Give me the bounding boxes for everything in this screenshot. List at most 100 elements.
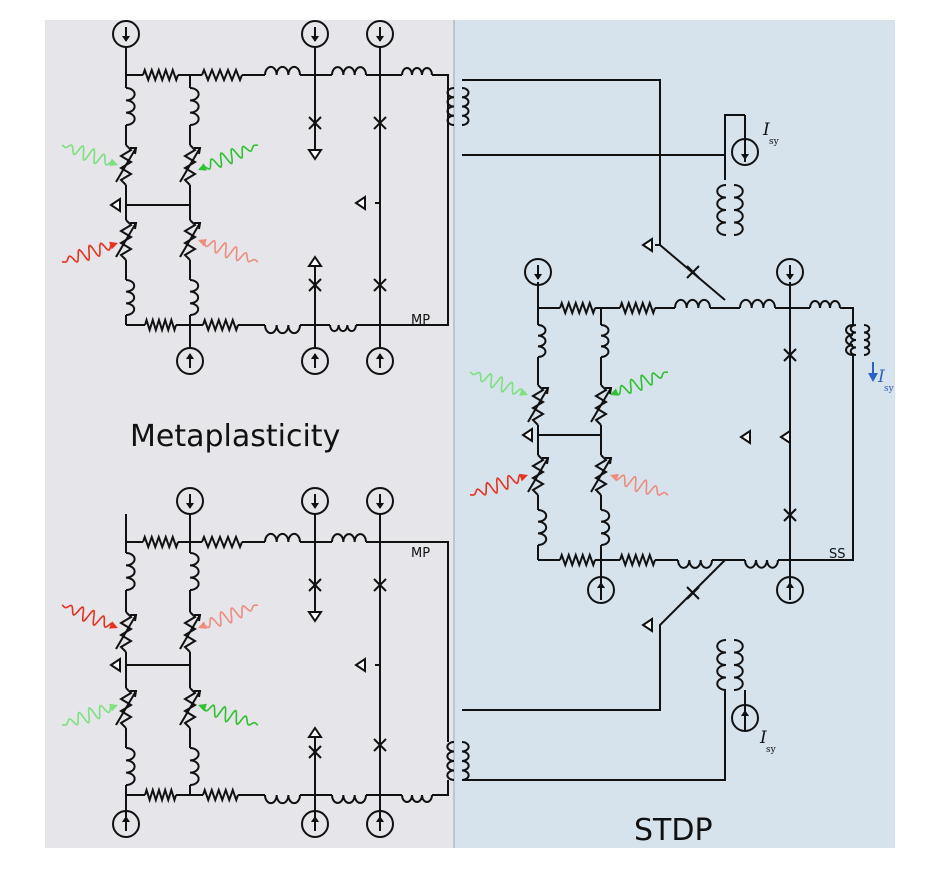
wave-path <box>615 371 669 396</box>
inductor-icon <box>331 533 367 543</box>
variable-arrow-shaft <box>527 387 549 423</box>
inductor-path <box>264 324 301 335</box>
josephson-junction-icon <box>308 745 322 759</box>
wave-arrowhead <box>519 473 528 482</box>
jj-stroke <box>308 578 322 592</box>
variable-arrow-shaft <box>179 690 201 726</box>
ground-icon <box>109 657 121 673</box>
variable-arrow-shaft <box>527 457 549 493</box>
resistor-path <box>202 786 239 804</box>
resistor-path <box>619 299 656 317</box>
wave-arrowhead <box>109 158 118 167</box>
inductor-icon <box>446 741 455 781</box>
source-arrowhead <box>741 710 749 717</box>
inductor-path <box>446 741 455 781</box>
source-arrowhead <box>186 353 194 360</box>
wave-path <box>469 474 522 496</box>
inductor-icon <box>125 552 136 591</box>
inductor-icon <box>264 794 301 805</box>
inductor-path <box>125 279 136 316</box>
wire <box>432 780 449 796</box>
inductor-path <box>537 324 547 358</box>
wave-arrowhead <box>109 621 118 629</box>
jj-stroke <box>373 738 387 752</box>
wire <box>462 79 661 246</box>
isy-symbol: I <box>759 728 767 748</box>
variable-arrowhead <box>605 387 613 395</box>
ground-icon <box>307 611 323 623</box>
resistor-icon <box>202 316 239 334</box>
light-wave-icon <box>198 144 259 171</box>
inductor-path <box>739 298 776 309</box>
inductor-icon <box>125 279 136 316</box>
ground-triangle <box>307 255 323 267</box>
source-arrowhead <box>311 502 319 509</box>
ground-icon <box>354 657 366 673</box>
ground-triangle <box>307 149 323 161</box>
light-wave-icon <box>198 703 259 726</box>
inductor-path <box>845 324 854 356</box>
source-circle <box>176 487 204 515</box>
current-source-icon <box>366 20 394 48</box>
ground-icon <box>307 726 323 738</box>
source-arrowhead <box>122 816 130 823</box>
variable-arrow-shaft <box>179 147 201 183</box>
resistor-path <box>142 533 179 551</box>
jj-stroke <box>308 116 322 130</box>
variable-arrow-shaft <box>115 614 137 650</box>
ground-icon <box>641 617 653 633</box>
inductor-path <box>329 324 357 333</box>
current-source-icon <box>112 20 140 48</box>
ground-icon <box>521 427 533 443</box>
light-wave-icon <box>61 241 118 263</box>
resistor-path <box>201 67 243 83</box>
source-circle <box>731 138 759 166</box>
current-source-icon <box>301 347 329 375</box>
inductor-path <box>189 279 200 316</box>
source-arrowhead <box>786 273 794 280</box>
resistor-path <box>144 786 177 804</box>
josephson-junction-icon <box>373 278 387 292</box>
variable-arrowhead <box>605 457 613 465</box>
jj-stroke <box>373 578 387 592</box>
wave-arrowhead <box>610 388 619 396</box>
wire <box>462 690 726 781</box>
source-circle <box>112 20 140 48</box>
inductor-path <box>600 324 610 358</box>
light-wave-icon <box>198 238 259 263</box>
inductor-icon <box>537 324 547 358</box>
source-circle <box>112 810 140 838</box>
wire <box>366 541 449 742</box>
ground-triangle <box>354 657 366 673</box>
inductor-icon <box>716 639 727 691</box>
ground-icon <box>739 429 751 445</box>
source-circle <box>524 258 552 286</box>
ground-icon <box>641 237 653 253</box>
source-circle <box>776 258 804 286</box>
inductor-icon <box>264 65 301 76</box>
inductor-path <box>331 66 367 76</box>
current-source-icon <box>731 138 759 166</box>
inductor-icon <box>716 184 727 236</box>
current-source-icon <box>301 20 329 48</box>
jj-stroke <box>373 116 387 130</box>
variable-element-icon <box>527 454 550 496</box>
variable-arrow-shaft <box>179 222 201 258</box>
variable-arrowhead <box>130 147 138 155</box>
source-arrowhead <box>534 273 542 280</box>
light-wave-icon <box>198 604 259 629</box>
resistor-icon <box>144 786 177 804</box>
inductor-icon <box>189 747 200 786</box>
inductor-path <box>863 324 871 356</box>
current-source-icon <box>731 704 759 732</box>
resistor-path <box>559 299 596 317</box>
light-wave-icon <box>61 604 118 629</box>
variable-element-icon <box>527 384 550 426</box>
inductor-icon <box>329 324 357 333</box>
source-circle <box>301 810 329 838</box>
inductor-icon <box>264 324 301 335</box>
panel-stdp <box>454 20 895 848</box>
inductor-path <box>331 533 367 543</box>
source-arrowhead <box>597 582 605 589</box>
inductor-icon <box>845 324 854 356</box>
